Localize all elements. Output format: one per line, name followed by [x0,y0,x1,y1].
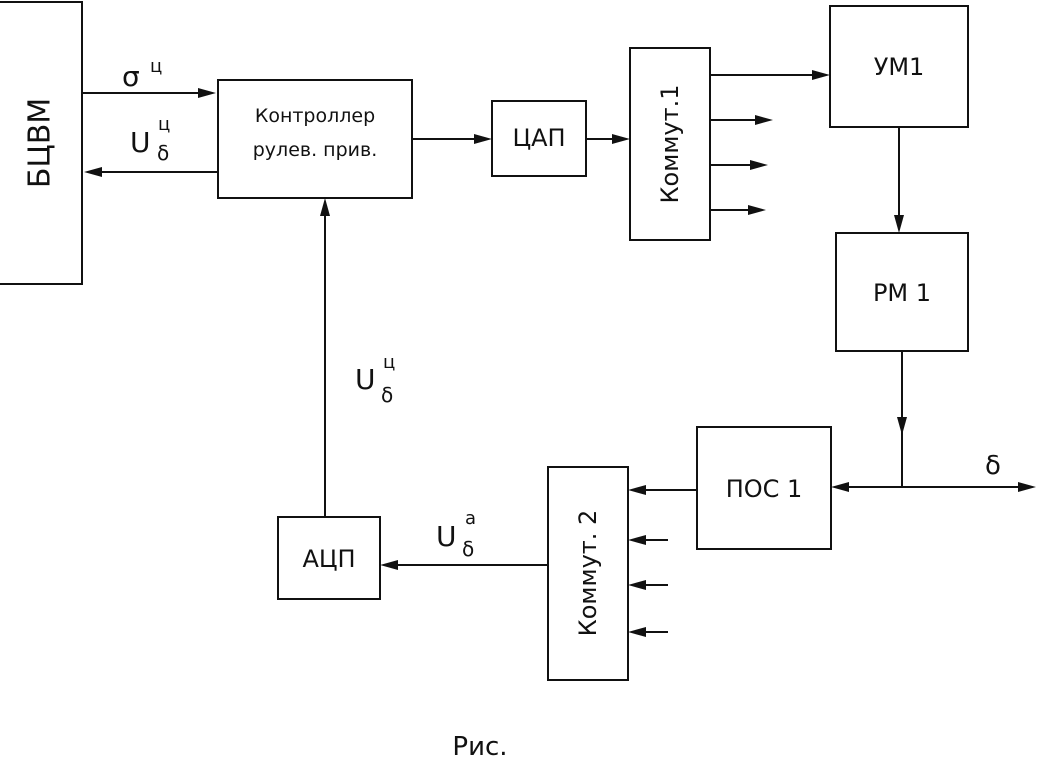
signal-sigma-superscript: ц [150,56,162,77]
arrowhead-icon [628,485,646,495]
um1-block [829,5,969,128]
mux1-label: Коммут.1 [656,84,684,203]
arrowhead-icon [628,580,646,590]
mux2-block [547,466,629,681]
arrowhead-icon [894,215,904,233]
arrowhead-icon [84,167,102,177]
pos1-label: ПОС 1 [726,475,803,503]
arrowhead-icon [198,88,216,98]
arrowhead-icon [831,482,849,492]
arrowhead-icon [750,160,768,170]
arrowhead-icon [380,560,398,570]
arrowhead-icon [628,627,646,637]
arrowhead-icon [755,115,773,125]
rm1-block [835,232,969,352]
signal-u-label: U [130,126,151,159]
signal-u-superscript: ц [383,352,395,373]
arrowhead-icon [628,535,646,545]
signal-u-subscript: δ [462,537,474,561]
signal-u-subscript: δ [157,141,169,165]
controller-label-line1: Контроллер [255,105,375,127]
arrowhead-icon [748,205,766,215]
mux1-block [629,47,711,241]
mux2-label: Коммут. 2 [574,510,602,637]
signal-sigma-label: σ [122,60,140,93]
bcvm-block [0,1,83,285]
dac-block [491,100,587,177]
arrowhead-icon [1018,482,1036,492]
signal-u-label: U [436,520,457,553]
signal-u-subscript: δ [381,383,393,407]
signal-delta-output-label: δ [985,451,1001,481]
bcvm-label: БЦВМ [23,98,58,188]
dac-label: ЦАП [512,124,565,152]
arrowhead-icon [612,134,630,144]
signal-u-superscript: а [465,508,476,529]
rm1-label: РМ 1 [873,279,931,307]
adc-label: АЦП [302,545,355,573]
signal-u-superscript: ц [158,114,170,135]
arrowhead-icon [320,198,330,216]
arrowhead-icon [812,70,830,80]
figure-caption: Рис. [452,732,507,762]
adc-block [277,516,381,600]
pos1-block [696,426,832,550]
um1-label: УМ1 [874,53,925,81]
controller-label-line2: рулев. прив. [253,139,377,161]
arrowhead-icon [897,417,907,435]
signal-u-label: U [355,363,376,396]
arrowhead-icon [474,134,492,144]
